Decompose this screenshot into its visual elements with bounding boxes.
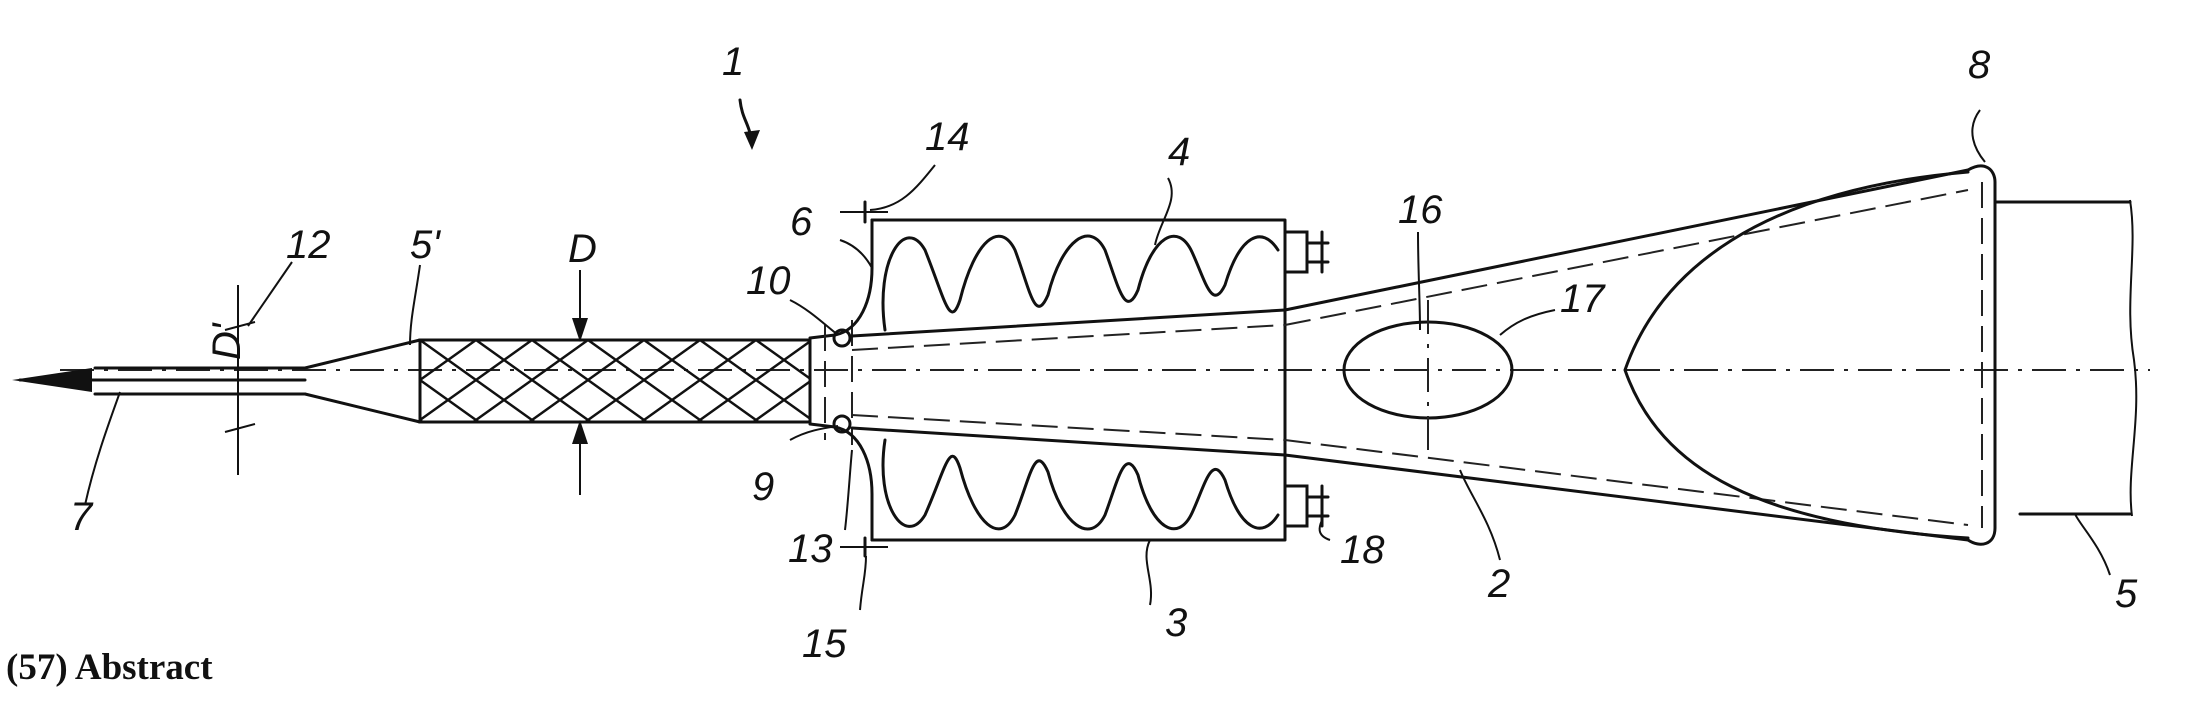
abstract-heading: (57) Abstract [6,646,213,689]
leader-5 [2075,514,2110,575]
inner-liner-top [852,310,1285,336]
label-9: 9 [752,465,774,509]
neck-tube-top [810,335,835,338]
label-17: 17 [1560,277,1606,321]
label-13: 13 [788,527,833,571]
label-5-prime: 5' [410,223,441,267]
label-d: D [568,227,597,271]
dim-dprime-tick-bottom [225,424,255,432]
leader-13 [845,450,852,530]
label-5: 5 [2115,572,2138,616]
leader-5prime [410,265,420,345]
inner-liner-top-dashed [852,325,1285,350]
parabolic-reflector [1625,172,1968,538]
leader-7 [85,392,120,505]
leader-6 [840,240,872,268]
flange-6-curve [835,220,872,335]
terminal-bottom [1285,486,1307,526]
label-7: 7 [70,495,94,539]
leader-4 [1155,178,1172,245]
leader-17 [1500,310,1555,335]
cone-dashed-bottom [1285,440,1968,525]
leader-15 [860,556,866,610]
label-1: 1 [722,40,744,84]
braided-sleeve [420,340,810,422]
leader-10 [790,300,838,335]
inner-liner-bottom-dashed [852,415,1285,440]
leader-9 [790,426,838,440]
label-8: 8 [1968,43,1991,87]
taper-top [305,340,420,368]
leader-2 [1460,470,1500,560]
dim-d-arrow-bottom-head [572,420,588,444]
outlet-arrow-head [12,368,92,392]
label-18: 18 [1340,528,1385,572]
cone-dashed-top [1285,190,1968,325]
leader-3 [1146,540,1151,605]
label-16: 16 [1398,188,1443,232]
dim-d-arrow-top-head [572,318,588,342]
label-2: 2 [1487,562,1510,606]
duct-break-line [2130,200,2136,516]
cone-outer-top [1285,170,1968,310]
label-1-arrowhead [744,130,760,150]
leader-18 [1320,520,1330,540]
label-10: 10 [746,259,791,303]
leader-12 [248,262,292,326]
leader-14 [870,165,935,210]
label-4: 4 [1168,130,1190,174]
label-6: 6 [790,200,813,244]
flange-15-curve [835,427,872,540]
label-12: 12 [286,223,331,267]
inner-liner-bottom [852,428,1285,455]
leader-8 [1972,110,1985,162]
label-d-prime: D' [205,322,249,360]
label-15: 15 [802,622,847,666]
coil-upper [883,236,1278,330]
terminal-top [1285,232,1307,272]
coil-lower [883,440,1278,529]
taper-bottom [305,394,420,422]
label-14: 14 [925,115,970,159]
leader-16 [1418,232,1420,330]
label-3: 3 [1165,601,1187,645]
